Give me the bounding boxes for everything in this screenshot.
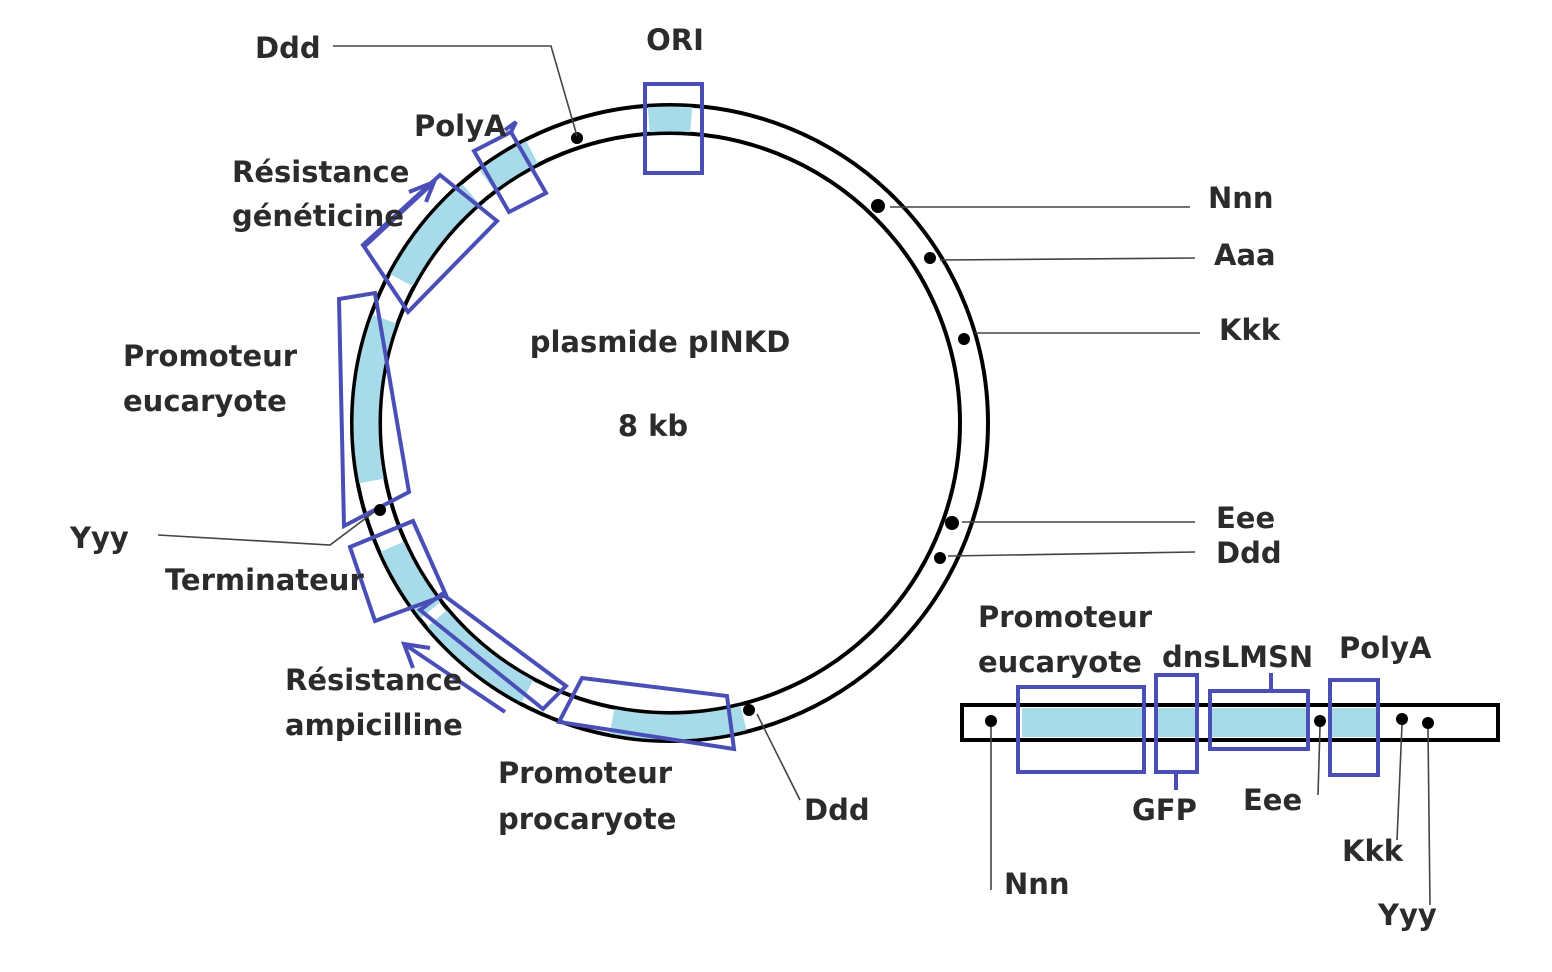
insert-label-yyy: Yyy [1377, 898, 1437, 932]
label-site-ddd-top: Ddd [255, 31, 321, 65]
insert-box-promoteur [1016, 685, 1146, 774]
box-ori [643, 82, 704, 175]
site-dot-yyy [374, 504, 386, 516]
label-promoteur-procaryote-2: procaryote [498, 802, 676, 836]
leader-lines [157, 45, 1200, 801]
band-promoteur-procaryote [609, 705, 747, 740]
plasmid-size: 8 kb [618, 409, 688, 443]
insert-fill-promoteur [1022, 708, 1142, 737]
linear-insert: Promoteur eucaryote dnsLMSN PolyA GFP Ee… [960, 600, 1500, 932]
feature-boxes [336, 82, 737, 752]
label-site-aaa: Aaa [1214, 238, 1276, 272]
box-promoteur-procaryote [555, 675, 737, 752]
site-dot-eee [945, 516, 959, 530]
insert-fill-gfp [1158, 708, 1196, 737]
box-resistance-ampicilline [416, 591, 570, 712]
insert-site-dot-kkk [1396, 713, 1408, 725]
site-dot-ddd-right [934, 552, 946, 564]
label-site-yyy: Yyy [69, 521, 129, 555]
insert-label-eee: Eee [1243, 783, 1302, 817]
box-promoteur-eucaryote [336, 290, 412, 530]
label-ori: ORI [646, 23, 704, 57]
insert-fill-polya [1332, 708, 1377, 737]
insert-site-dot-eee [1314, 715, 1326, 727]
site-dot-nnn [871, 199, 885, 213]
insert-label-nnn: Nnn [1004, 867, 1070, 901]
label-site-eee: Eee [1216, 501, 1275, 535]
insert-site-dot-nnn [985, 715, 997, 727]
band-polya [479, 140, 538, 191]
label-site-kkk: Kkk [1219, 313, 1281, 347]
band-resistance-geneticine [390, 184, 479, 287]
leader-ddd-right [947, 551, 1196, 557]
insert-label-dnslmsn: dnsLMSN [1162, 640, 1313, 674]
label-resistance-geneticine-1: Résistance [232, 155, 409, 189]
band-ori [647, 106, 693, 133]
band-promoteur-eucaryote [353, 314, 397, 484]
band-terminateur [380, 541, 441, 618]
label-promoteur-eucaryote-2: eucaryote [123, 384, 287, 418]
leader-yyy [157, 511, 375, 546]
insert-label-gfp: GFP [1132, 793, 1197, 827]
label-resistance-ampicilline-1: Résistance [285, 663, 462, 697]
site-labels: Ddd Nnn Aaa Kkk Eee Ddd Yyy Ddd [69, 31, 1282, 827]
box-polya [471, 129, 549, 215]
site-dot-aaa [924, 252, 936, 264]
insert-label-promoteur-2: eucaryote [978, 645, 1142, 679]
insert-site-dot-yyy [1422, 717, 1434, 729]
feature-arrows [363, 120, 518, 714]
plasmid-name: plasmide pINKD [530, 325, 791, 359]
restriction-sites [374, 132, 970, 716]
insert-label-polya: PolyA [1339, 631, 1432, 665]
insert-box-polya [1328, 678, 1380, 777]
insert-label-kkk: Kkk [1342, 834, 1404, 868]
site-dot-ddd-bottom [743, 704, 755, 716]
arrow-polya-icon [503, 120, 518, 133]
leader-ddd-bottom [756, 713, 801, 801]
arrow-shaft-geneticine [363, 180, 436, 248]
label-site-ddd-bottom: Ddd [804, 793, 870, 827]
insert-box-dnslmsn [1208, 689, 1310, 751]
insert-label-promoteur-1: Promoteur [978, 600, 1153, 634]
label-site-nnn: Nnn [1208, 181, 1274, 215]
label-resistance-geneticine-2: généticine [232, 199, 404, 233]
insert-fill-dnslmsn [1211, 708, 1307, 737]
label-polya: PolyA [414, 109, 507, 143]
site-dot-kkk [958, 333, 970, 345]
insert-leader-yyy [1427, 728, 1431, 906]
label-terminateur: Terminateur [165, 563, 364, 597]
arrow-shaft-ampicilline [402, 642, 507, 714]
label-resistance-ampicilline-2: ampicilline [285, 708, 463, 742]
ring-inner [378, 131, 962, 715]
label-promoteur-eucaryote-1: Promoteur [123, 339, 298, 373]
site-dot-ddd-top [571, 132, 583, 144]
label-promoteur-procaryote-1: Promoteur [498, 756, 673, 790]
insert-leader-eee [1317, 726, 1321, 796]
insert-leader-kkk [1396, 724, 1403, 841]
leader-aaa [939, 257, 1196, 261]
leader-ddd-top [333, 45, 578, 137]
label-site-ddd-right: Ddd [1216, 536, 1282, 570]
plasmid-labels: ORI PolyA Résistance généticine Promoteu… [123, 23, 790, 836]
